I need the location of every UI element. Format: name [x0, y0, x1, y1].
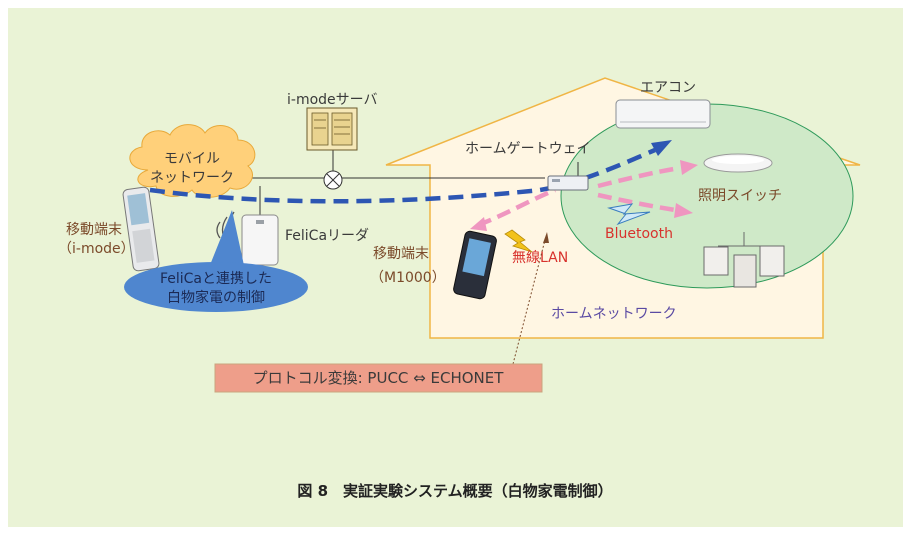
mobile-network-label-line1: モバイル	[164, 151, 220, 167]
felica-control-callout: FeliCaと連携した 白物家電の制御	[124, 210, 308, 312]
lightning-bolt-icon	[504, 229, 533, 253]
air-conditioner-icon	[615, 99, 711, 129]
protocol-pointer-line	[512, 239, 546, 365]
mobile-network-label-line2: ネットワーク	[150, 170, 234, 186]
home-gateway-icon	[547, 175, 589, 191]
bluetooth-label: Bluetooth	[605, 226, 673, 242]
ceiling-light-icon	[703, 153, 773, 173]
felica-control-label-line2: 白物家電の制御	[167, 289, 265, 306]
aircon-label: エアコン	[640, 80, 696, 96]
mobile-terminal-m1000-label-line2: （M1000）	[370, 270, 446, 286]
mobile-phone-m1000-icon	[453, 230, 497, 300]
protocol-pointer-arrowhead	[543, 232, 549, 243]
mobile-terminal-imode-label-line2: （i-mode）	[58, 241, 135, 257]
felica-control-label-line1: FeliCaと連携した	[160, 271, 272, 287]
figure-caption: 図 8 実証実験システム概要（白物家電制御）	[297, 482, 612, 500]
mobile-terminal-imode-label-line1: 移動端末	[66, 222, 122, 238]
mobile-phone-imode-icon	[122, 186, 160, 272]
imode-communication-path	[149, 147, 656, 204]
home-gateway-label: ホームゲートウェイ	[465, 141, 591, 157]
chandelier-icon	[703, 232, 785, 288]
protocol-conversion-box: プロトコル変換: PUCC ⇔ ECHONET	[214, 363, 543, 393]
lighting-switch-label: 照明スイッチ	[698, 188, 782, 204]
protocol-conversion-label: プロトコル変換: PUCC ⇔ ECHONET	[253, 369, 505, 387]
felica-reader-icon	[241, 214, 279, 266]
felica-reader-label: FeliCaリーダ	[285, 228, 369, 244]
imode-path-arrowhead	[651, 140, 672, 156]
wireless-lan-paths	[470, 160, 698, 231]
network-wiring	[250, 150, 579, 215]
imode-server-label: i-modeサーバ	[287, 92, 378, 108]
router-x-symbol-icon	[323, 170, 343, 190]
home-network-label: ホームネットワーク	[551, 306, 677, 322]
mobile-network-cloud: モバイル ネットワーク	[129, 124, 256, 198]
imode-server-icon	[306, 107, 358, 151]
bluetooth-bolt-icon	[607, 203, 651, 226]
mobile-terminal-m1000-label-line1: 移動端末	[373, 246, 429, 262]
